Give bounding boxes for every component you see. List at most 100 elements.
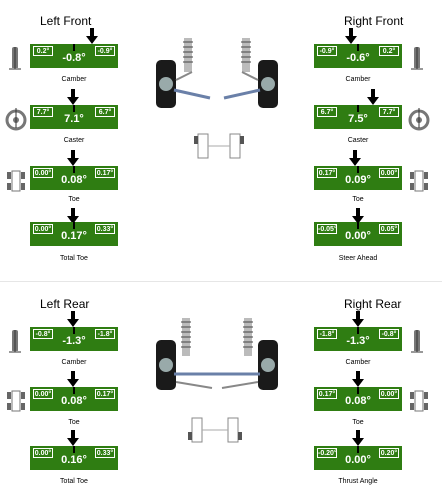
range-min: 6.7° — [317, 107, 337, 117]
gauge-value: -1.3° — [346, 335, 370, 347]
range-min: 0.00° — [33, 168, 53, 178]
right-rear-camber-gauge: -1.8° -1.3° -0.8° — [314, 327, 402, 351]
toe-car-icon — [409, 388, 429, 419]
camber-wheel-icon — [7, 328, 23, 359]
range-max: 0.33° — [95, 448, 115, 458]
gauge-label: Caster — [63, 137, 85, 144]
right-rear-toe-gauge: 0.17° 0.08° 0.00° — [314, 387, 402, 411]
gauge-value: 0.08° — [345, 395, 371, 407]
gauge-value: 7.5° — [348, 113, 368, 125]
left-rear-title: Left Rear — [40, 297, 90, 311]
caster-wheel-icon — [5, 106, 27, 137]
range-min: -0.8° — [33, 329, 53, 339]
range-max: -0.9° — [95, 46, 115, 56]
range-max: 0.00° — [379, 168, 399, 178]
range-min: 0.17° — [317, 389, 337, 399]
range-max: 0.00° — [379, 389, 399, 399]
gauge-value: -0.6° — [346, 52, 370, 64]
gauge-value: 0.16° — [61, 454, 87, 466]
right-front-caster-gauge: 6.7° 7.5° 7.7° — [314, 105, 402, 129]
right-front-toe-gauge: 0.17° 0.09° 0.00° — [314, 166, 402, 190]
section-divider — [0, 281, 442, 282]
thrust-top-view-icon — [186, 414, 246, 451]
gauge-value: -0.8° — [62, 52, 86, 64]
down-arrow-icon — [352, 371, 364, 387]
gauge-label: Total Toe — [60, 255, 88, 262]
range-min: 0.17° — [317, 168, 337, 178]
down-arrow-icon — [67, 150, 79, 166]
range-max: 0.17° — [95, 168, 115, 178]
down-arrow-icon — [345, 28, 357, 44]
toe-car-icon — [409, 168, 429, 199]
left-front-camber-gauge: 0.2° -0.8° -0.9° — [30, 44, 118, 68]
left-front-toe-gauge: 0.00° 0.08° 0.17° — [30, 166, 118, 190]
range-min: 7.7° — [33, 107, 53, 117]
toe-car-icon — [6, 168, 26, 199]
gauge-label: Toe — [352, 196, 364, 203]
gauge-label: Toe — [352, 419, 364, 426]
gauge-label: Camber — [61, 359, 87, 366]
left-rear-camber-gauge: -0.8° -1.3° -1.8° — [30, 327, 118, 351]
gauge-label: Thrust Angle — [338, 478, 378, 485]
range-max: 0.20° — [379, 448, 399, 458]
range-max: 0.33° — [95, 224, 115, 234]
down-arrow-icon — [67, 89, 79, 105]
range-min: 0.00° — [33, 448, 53, 458]
range-min: 0.00° — [33, 224, 53, 234]
right-front-steer-ahead-gauge: -0.05° 0.00° 0.05° — [314, 222, 402, 246]
gauge-value: 0.09° — [345, 174, 371, 186]
toe-car-icon — [6, 388, 26, 419]
camber-wheel-icon — [409, 328, 425, 359]
range-min: -0.9° — [317, 46, 337, 56]
range-max: 6.7° — [95, 107, 115, 117]
gauge-label: Total Toe — [60, 478, 88, 485]
right-rear-title: Right Rear — [344, 297, 402, 311]
left-front-title: Left Front — [40, 14, 92, 28]
range-min: 0.2° — [33, 46, 53, 56]
down-arrow-icon — [352, 311, 364, 327]
down-arrow-icon — [352, 430, 364, 446]
range-max: 0.17° — [95, 389, 115, 399]
camber-wheel-icon — [409, 45, 425, 76]
range-max: 7.7° — [379, 107, 399, 117]
down-arrow-icon — [352, 208, 364, 224]
right-front-title: Right Front — [344, 14, 404, 28]
left-rear-toe-gauge: 0.00° 0.08° 0.17° — [30, 387, 118, 411]
down-arrow-icon — [86, 28, 98, 44]
down-arrow-icon — [67, 311, 79, 327]
rear-suspension-icon — [152, 316, 282, 411]
caster-wheel-icon — [408, 106, 430, 137]
toe-top-view-icon — [192, 130, 246, 167]
gauge-label: Steer Ahead — [338, 255, 378, 262]
left-front-caster-gauge: 7.7° 7.1° 6.7° — [30, 105, 118, 129]
right-rear-thrust-angle-gauge: -0.20° 0.00° 0.20° — [314, 446, 402, 470]
camber-wheel-icon — [7, 45, 23, 76]
gauge-value: 0.00° — [345, 230, 371, 242]
right-front-camber-gauge: -0.9° -0.6° 0.2° — [314, 44, 402, 68]
gauge-label: Camber — [345, 76, 371, 83]
gauge-label: Toe — [68, 419, 80, 426]
gauge-label: Toe — [68, 196, 80, 203]
gauge-value: 7.1° — [64, 113, 84, 125]
range-min: -0.05° — [317, 224, 337, 234]
left-front-total-toe-gauge: 0.00° 0.17° 0.33° — [30, 222, 118, 246]
gauge-label: Camber — [61, 76, 87, 83]
gauge-label: Caster — [347, 137, 369, 144]
gauge-label: Camber — [345, 359, 371, 366]
range-max: 0.05° — [379, 224, 399, 234]
range-min: -0.20° — [317, 448, 337, 458]
range-min: -1.8° — [317, 329, 337, 339]
down-arrow-icon — [367, 89, 379, 105]
gauge-value: -1.3° — [62, 335, 86, 347]
down-arrow-icon — [67, 208, 79, 224]
left-rear-total-toe-gauge: 0.00° 0.16° 0.33° — [30, 446, 118, 470]
range-max: -1.8° — [95, 329, 115, 339]
gauge-value: 0.00° — [345, 454, 371, 466]
down-arrow-icon — [67, 371, 79, 387]
range-max: -0.8° — [379, 329, 399, 339]
range-min: 0.00° — [33, 389, 53, 399]
down-arrow-icon — [67, 430, 79, 446]
gauge-value: 0.08° — [61, 174, 87, 186]
gauge-value: 0.17° — [61, 230, 87, 242]
down-arrow-icon — [349, 150, 361, 166]
